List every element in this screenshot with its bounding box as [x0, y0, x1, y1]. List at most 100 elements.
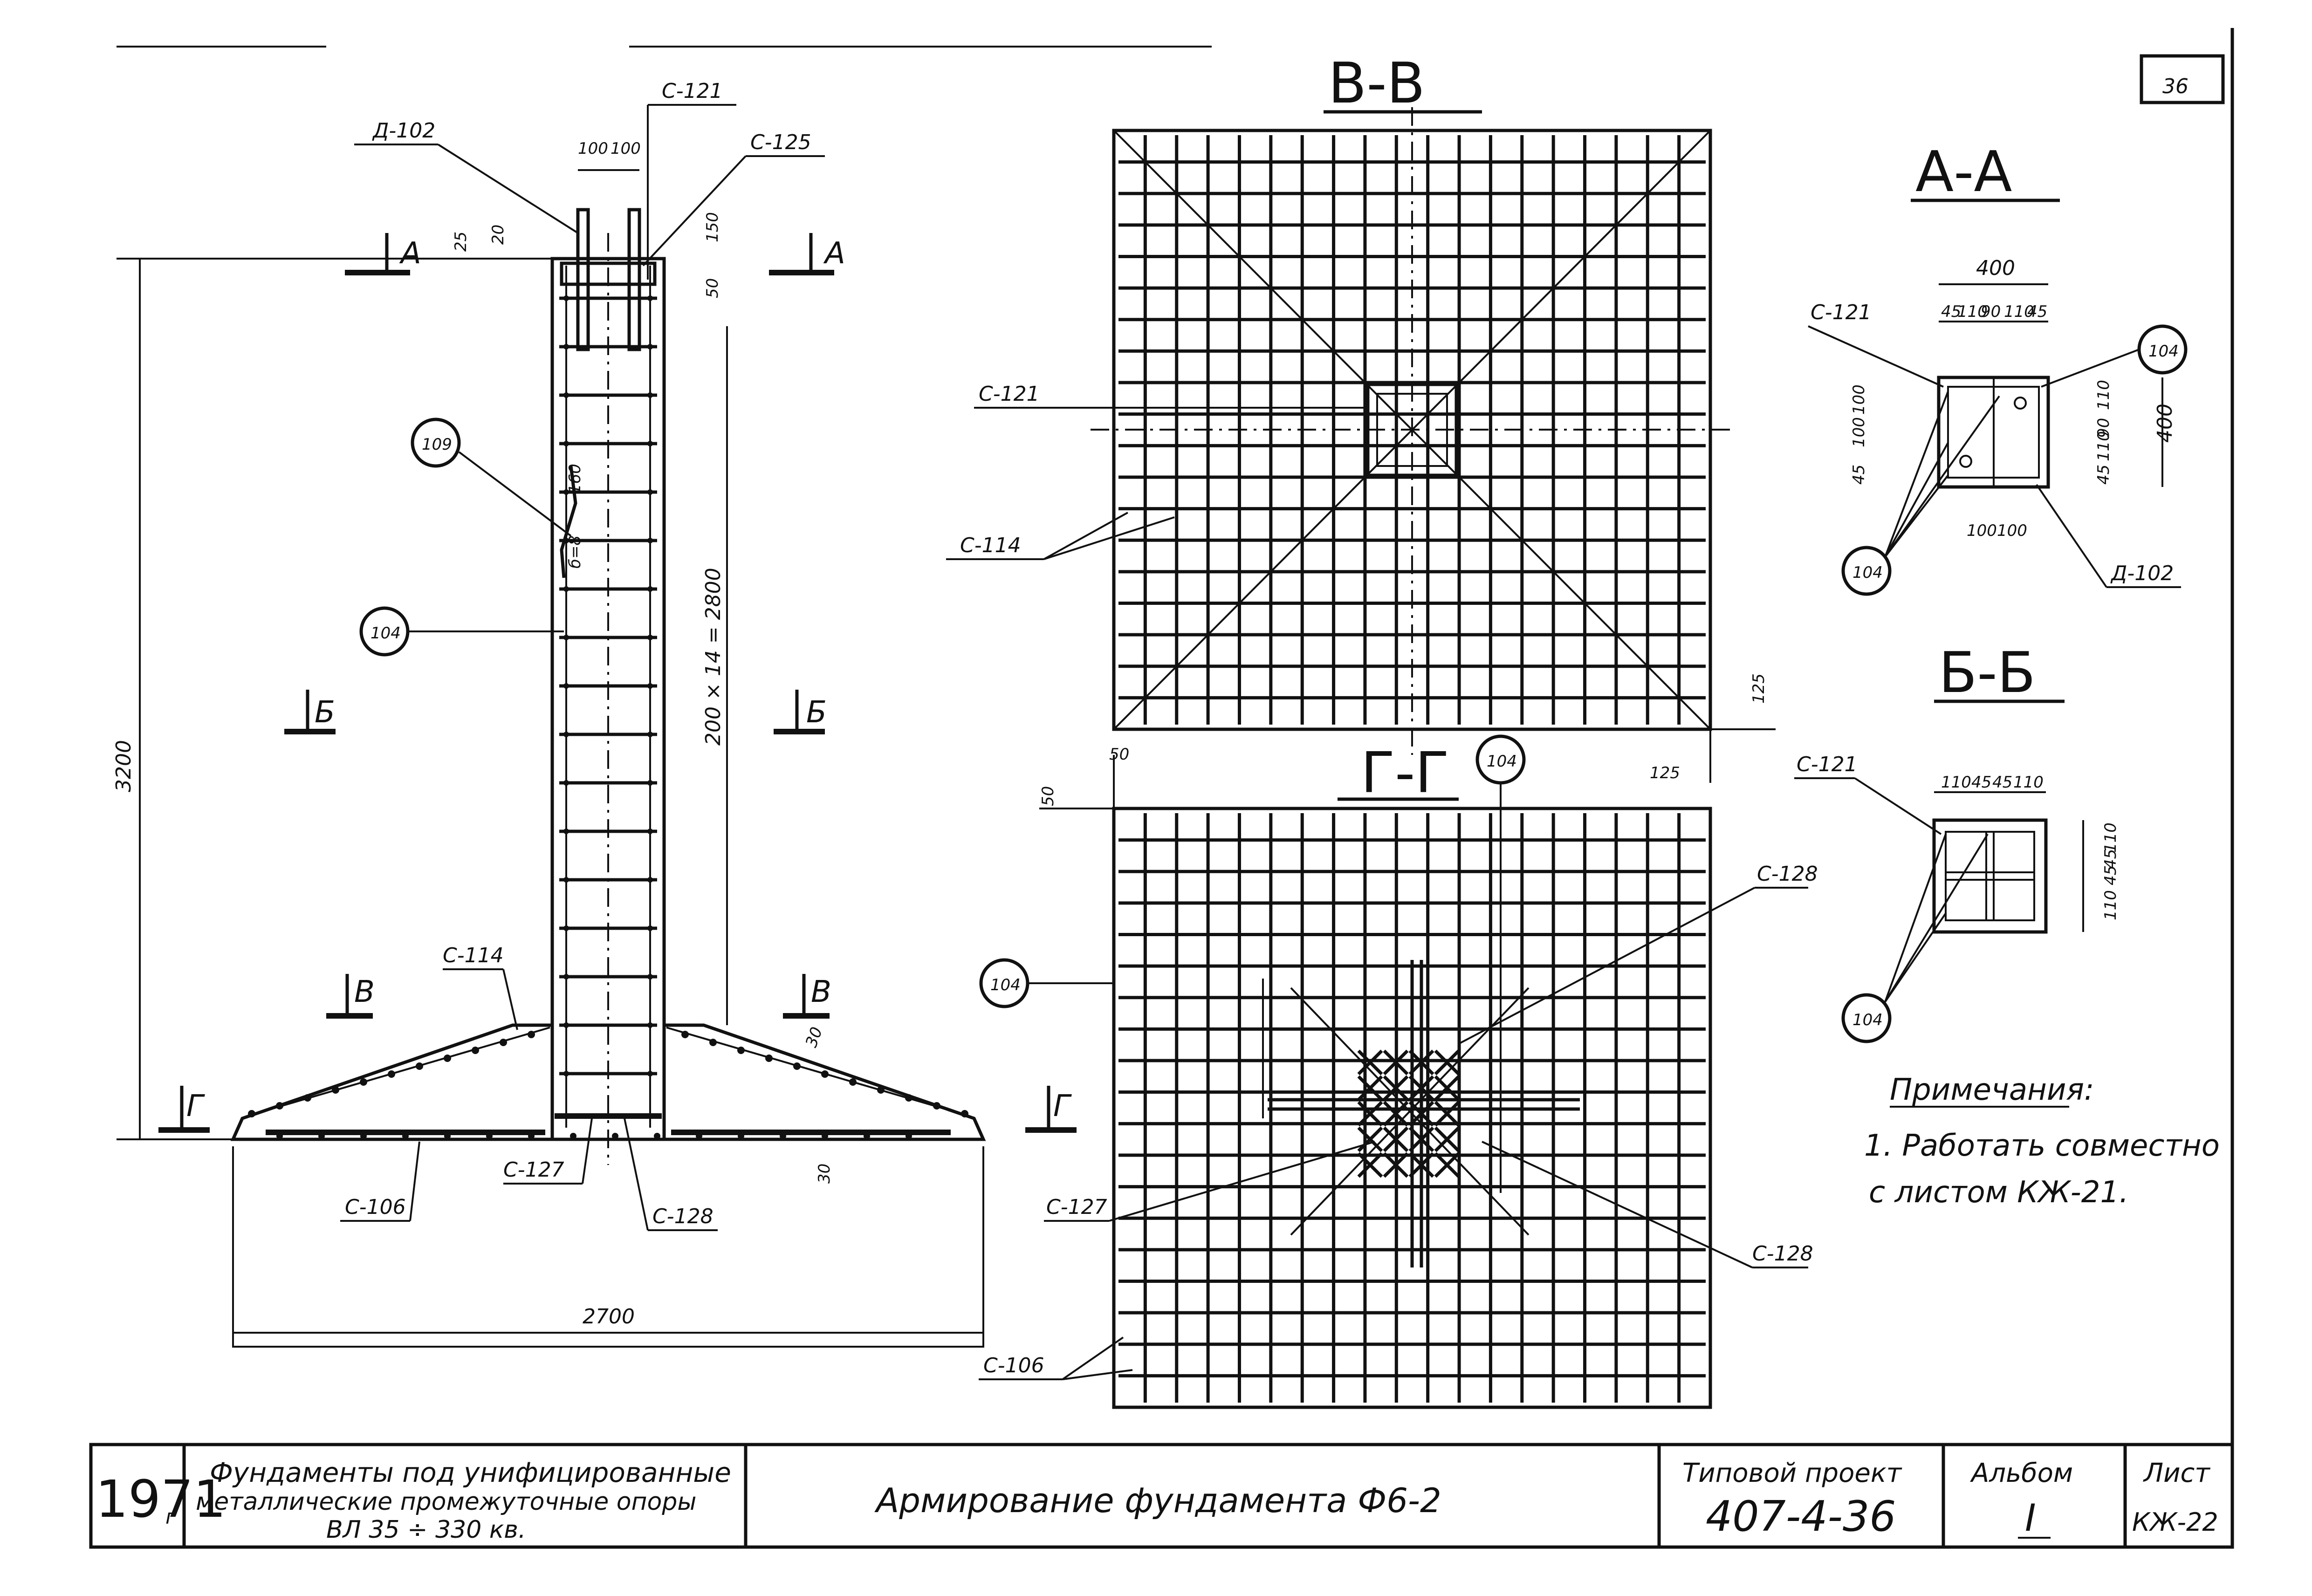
- dim-125-vv-b: 125: [1650, 764, 1680, 782]
- label-d102-aa: Д-102: [2110, 562, 2174, 585]
- base-rebar-dots: [248, 1031, 968, 1139]
- dim-150: 150: [703, 212, 722, 242]
- svg-text:В: В: [354, 975, 375, 1009]
- aa-bottom-0: 100: [1967, 521, 1997, 540]
- aa-top-4: 45: [2027, 302, 2047, 321]
- aa-h400: 400: [2153, 404, 2177, 443]
- section-mark-a-left: А: [345, 233, 421, 275]
- bb-right-1: 45: [2101, 849, 2120, 869]
- dim-2800: 200 × 14 = 2800: [701, 568, 725, 746]
- tb-sheet-label: Лист: [2143, 1458, 2210, 1488]
- mesh-gg: [1118, 813, 1706, 1403]
- svg-text:А: А: [823, 236, 845, 271]
- callout-104-bb: [1841, 993, 1892, 1043]
- callout-104-aa-left: [1841, 546, 1892, 596]
- aa-right-1: 90: [2094, 418, 2113, 438]
- callout-109-text: 109: [422, 435, 452, 454]
- aa-bottom-1: 100: [1997, 521, 2027, 540]
- dim-6-8: б=8: [566, 535, 584, 569]
- aa-right-3: 45: [2094, 465, 2113, 485]
- section-mark-v-left: В: [326, 974, 375, 1019]
- callout-109: [411, 418, 461, 468]
- dim-50-gg-b: 50: [1039, 786, 1057, 806]
- svg-text:104: 104: [990, 976, 1021, 994]
- notes-title: Примечания:: [1890, 1073, 2094, 1107]
- notes: Примечания: 1. Работать совместно с лист…: [1864, 1073, 2220, 1210]
- bb-top-0: 110: [1941, 773, 1971, 792]
- label-c128-gg-bottom: С-128: [1752, 1242, 1813, 1266]
- anchor-bolt-right: [627, 208, 641, 351]
- section-mark-a-right: А: [769, 233, 845, 275]
- tb-year: 1971: [96, 1469, 226, 1529]
- aa-right-2: 110: [2094, 431, 2113, 461]
- svg-text:104: 104: [2148, 342, 2179, 361]
- label-c121-top: С-121: [662, 79, 723, 103]
- label-d102: Д-102: [372, 119, 435, 143]
- title-bb: Б-Б: [1939, 641, 2036, 706]
- corner-number: 36: [2162, 75, 2189, 98]
- bb-top-2: 45: [1992, 773, 2012, 792]
- tb-desc-1: Фундаменты под унифицированные: [210, 1457, 731, 1488]
- label-c128-elev: С-128: [652, 1205, 713, 1228]
- svg-text:104: 104: [1852, 1011, 1883, 1029]
- dim-25: 25: [452, 232, 470, 252]
- aa-left-2: 45: [1850, 465, 1868, 485]
- foundation-elevation: 2700 3200 200 × 14 = 2800 100 100 25 20 …: [112, 79, 1077, 1348]
- notes-line2: с листом КЖ-21.: [1869, 1175, 2129, 1210]
- section-mark-g-left: Г: [158, 1086, 210, 1133]
- sheet-frame: 36: [117, 28, 2234, 1547]
- dim-125-vv-a: 125: [1749, 673, 1768, 704]
- svg-text:А: А: [399, 236, 421, 271]
- label-c114-vv: С-114: [960, 534, 1021, 557]
- tb-year-suffix: г: [165, 1505, 177, 1529]
- label-c114-elev: С-114: [443, 944, 504, 967]
- aa-top-3: 110: [2004, 302, 2034, 321]
- plan-section-gg: Г-Г 50 50 104 104 С-128 С-127 С-128: [979, 734, 1818, 1409]
- aa-top-2: 90: [1981, 302, 2001, 321]
- tb-album-number: I: [2025, 1496, 2036, 1540]
- dim-30a: 30: [802, 1025, 826, 1050]
- tb-album-label: Альбом: [1970, 1458, 2073, 1488]
- tb-drawing-title: Армирование фундамента Ф6-2: [874, 1481, 1441, 1520]
- label-c127-elev: С-127: [503, 1158, 564, 1182]
- label-c127-gg: С-127: [1046, 1195, 1107, 1219]
- label-c121-bb: С-121: [1797, 753, 1858, 776]
- svg-text:В: В: [811, 975, 831, 1009]
- bb-right-3: 110: [2101, 890, 2120, 920]
- dim-2700: 2700: [583, 1305, 635, 1329]
- section-mark-v-right: В: [783, 974, 831, 1019]
- dim-100a: 100: [578, 139, 608, 158]
- bb-right-0: 110: [2101, 822, 2120, 853]
- base-outline-right: [662, 1023, 986, 1141]
- plan-section-vv: В-В С-121 С-114 125 125: [946, 51, 1776, 783]
- aa-right-0: 110: [2094, 380, 2113, 410]
- bb-right-2: 45: [2101, 865, 2120, 885]
- aa-left-0: 100: [1850, 384, 1868, 415]
- notes-line1: 1. Работать совместно: [1864, 1129, 2220, 1163]
- label-c125: С-125: [750, 130, 811, 154]
- label-c106-gg: С-106: [983, 1354, 1044, 1377]
- section-mark-b-right: Б: [774, 690, 827, 734]
- dim-50-gg-a: 50: [1109, 745, 1129, 764]
- aa-w400: 400: [1976, 256, 2015, 280]
- label-c106-elev: С-106: [345, 1195, 406, 1219]
- tb-desc-2: металлические промежуточные опоры: [196, 1488, 696, 1516]
- tb-project-label: Типовой проект: [1682, 1458, 1902, 1488]
- dim-50: 50: [703, 278, 722, 298]
- dim-20: 20: [489, 225, 508, 245]
- label-c121-aa: С-121: [1811, 301, 1872, 324]
- dim-3200: 3200: [112, 740, 136, 792]
- title-aa: А-А: [1915, 140, 2012, 205]
- tb-desc-3: ВЛ 35 ÷ 330 кв.: [326, 1516, 526, 1544]
- title-vv: В-В: [1328, 51, 1425, 116]
- svg-text:Б: Б: [315, 695, 335, 730]
